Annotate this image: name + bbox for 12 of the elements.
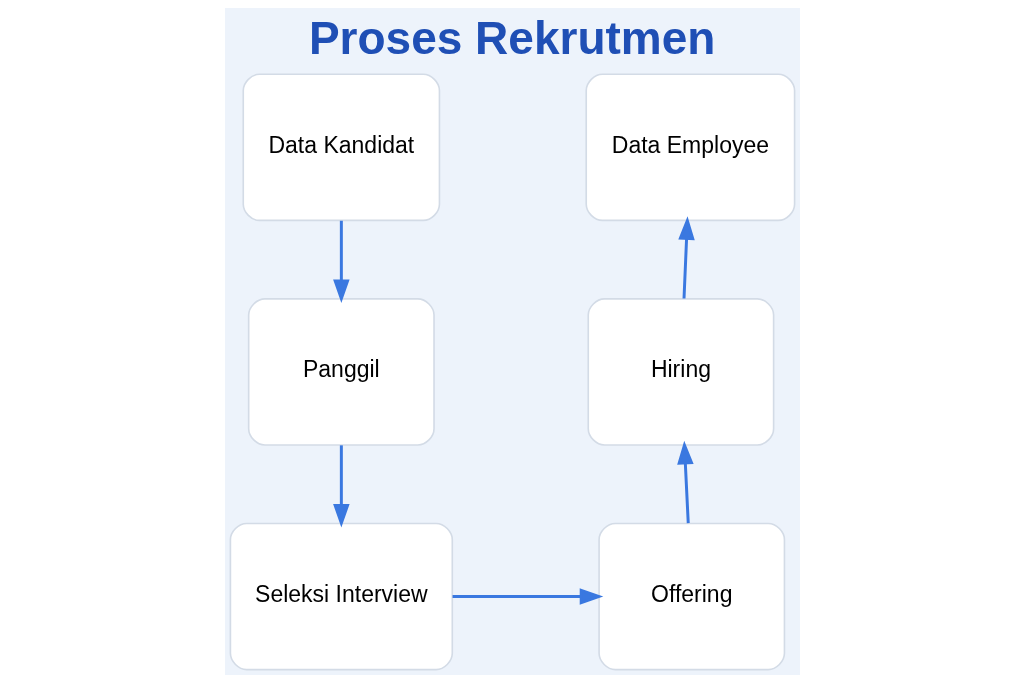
- arrow: [332, 220, 350, 304]
- arrow: [676, 440, 694, 524]
- node-box: Hiring: [586, 298, 774, 446]
- arrow: [332, 445, 350, 528]
- diagram-title: Proses Rekrutmen: [308, 12, 715, 65]
- arrow: [677, 216, 695, 299]
- node-box: Seleksi Interview: [229, 522, 453, 671]
- node-box: Data Employee: [584, 73, 795, 222]
- node-box: Panggil: [247, 298, 435, 446]
- node-box: Offering: [597, 522, 785, 671]
- arrow: [452, 588, 603, 605]
- node-box: Data Kandidat: [241, 73, 440, 222]
